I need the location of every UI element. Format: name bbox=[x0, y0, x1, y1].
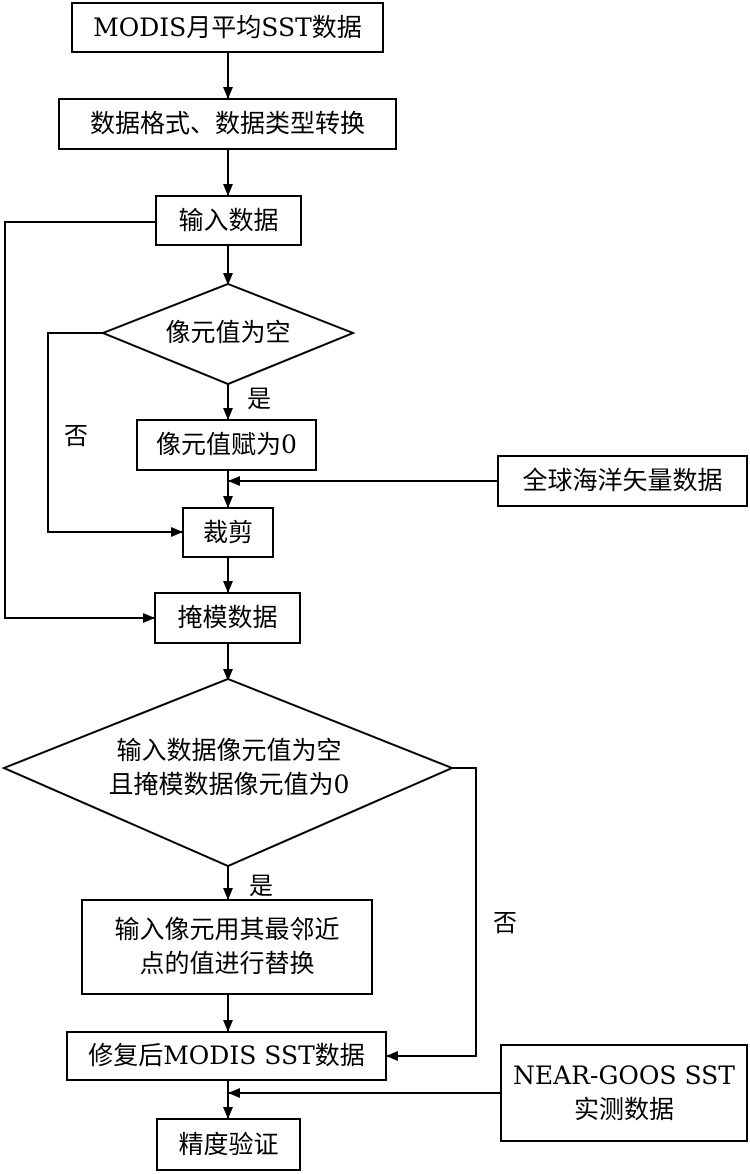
label-yes-decision-1: 是 bbox=[247, 385, 271, 413]
label-no-decision-2: 否 bbox=[493, 909, 517, 937]
box-format-conversion: 数据格式、数据类型转换 bbox=[58, 98, 397, 150]
decision-condition bbox=[1, 677, 455, 868]
box-repaired-modis-sst: 修复后MODIS SST数据 bbox=[66, 1031, 387, 1081]
replace-line1: 输入像元用其最邻近 bbox=[114, 915, 340, 945]
box-input-data: 输入数据 bbox=[155, 195, 302, 246]
decision-pixel-empty-label: 像元值为空 bbox=[165, 318, 291, 348]
decision-condition-label: 输入数据像元值为空 且掩模数据像元值为0 bbox=[64, 732, 394, 804]
box-global-ocean-vector: 全球海洋矢量数据 bbox=[497, 455, 748, 507]
arrow-decision-no-to-clip bbox=[47, 332, 183, 537]
label-yes-decision-2: 是 bbox=[249, 872, 273, 900]
arrow-condition-no-to-repaired bbox=[386, 767, 477, 1061]
box-nearest-neighbor-replace: 输入像元用其最邻近 点的值进行替换 bbox=[81, 899, 373, 995]
box-modis-monthly-sst: MODIS月平均SST数据 bbox=[71, 2, 384, 53]
replace-line2: 点的值进行替换 bbox=[139, 949, 315, 978]
box-accuracy-validation: 精度验证 bbox=[156, 1118, 301, 1171]
neargoos-line2: 实测数据 bbox=[573, 1095, 674, 1124]
arrow-input-bypass-to-mask bbox=[4, 221, 155, 623]
box-clip: 裁剪 bbox=[182, 507, 274, 558]
box-neargoos-sst: NEAR-GOOS SST 实测数据 bbox=[500, 1044, 748, 1142]
label-no-decision-1: 否 bbox=[64, 422, 88, 450]
neargoos-line1: NEAR-GOOS SST bbox=[513, 1061, 735, 1091]
box-pixel-set-zero: 像元值赋为0 bbox=[136, 419, 317, 471]
decision-condition-line2: 且掩模数据像元值为0 bbox=[108, 770, 350, 799]
box-mask-data: 掩模数据 bbox=[154, 592, 301, 644]
decision-condition-line1: 输入数据像元值为空 bbox=[116, 736, 342, 766]
decision-pixel-empty bbox=[100, 282, 356, 386]
